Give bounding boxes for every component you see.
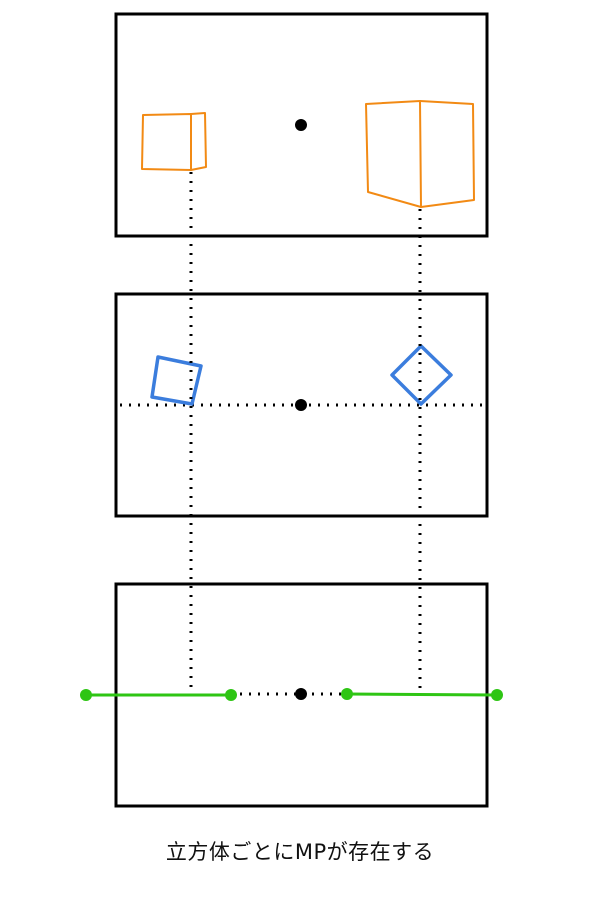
mp-endpoint	[225, 689, 237, 701]
mp-segment-right	[346, 692, 498, 697]
center-point	[295, 119, 307, 131]
vertical-guides	[189, 172, 422, 692]
large-cube-top-view	[390, 344, 453, 406]
panel-top-view	[114, 292, 489, 518]
caption: 立方体ごとにMPが存在する	[165, 840, 435, 864]
large-cube	[365, 100, 475, 208]
mp-endpoint	[491, 689, 503, 701]
panel-frame-front	[114, 12, 489, 238]
panel-front-view	[114, 12, 489, 238]
center-point	[295, 399, 307, 411]
panel-mp-view	[80, 582, 503, 808]
mp-endpoint	[80, 689, 92, 701]
mp-endpoint	[341, 688, 353, 700]
center-point	[295, 688, 307, 700]
small-cube-top-view	[150, 355, 203, 406]
panel-frame-top	[114, 292, 489, 518]
small-cube	[141, 112, 207, 171]
